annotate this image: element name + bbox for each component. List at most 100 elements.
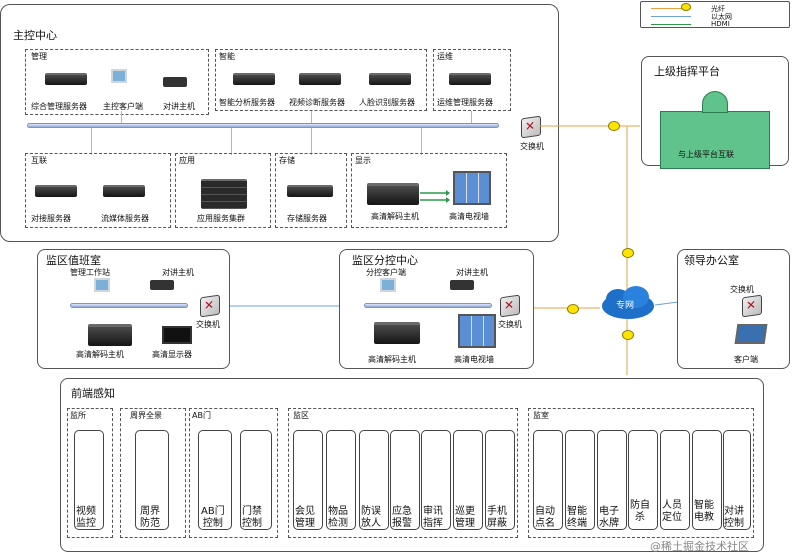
fiber-converter-icon	[622, 330, 634, 340]
main-switch-label: 交换机	[520, 142, 544, 151]
bus-drop	[231, 128, 232, 155]
phone-shield-device[interactable]	[485, 430, 515, 530]
private-network-label: 专网	[616, 301, 635, 311]
duty-intercom-icon	[150, 280, 174, 290]
anti-suicide-label: 防自 杀	[630, 500, 650, 523]
meeting-device[interactable]	[293, 430, 323, 530]
phone-shield-label: 手机 屏蔽	[487, 506, 507, 529]
intercom-control-device[interactable]	[723, 430, 751, 530]
superior-title: 上级指挥平台	[654, 65, 720, 78]
leader-office-title: 领导办公室	[684, 254, 739, 267]
door-control-device[interactable]	[240, 430, 272, 530]
storage-server-label: 存储服务器	[287, 214, 327, 223]
duty-room: 监区值班室 管理工作站 对讲主机 交换机 高清解码主机 高清显示器	[37, 249, 230, 369]
anti-suicide-device[interactable]	[628, 430, 658, 530]
legend-hdmi-line	[651, 24, 691, 25]
video-monitor-device[interactable]	[74, 430, 104, 530]
legend-fiber-icon	[681, 3, 691, 11]
main-center-title: 主控中心	[13, 29, 57, 42]
ops-server-label: 运维管理服务器	[437, 98, 493, 107]
section-prison	[67, 408, 113, 538]
streaming-server-label: 流媒体服务器	[101, 214, 149, 223]
hd-wall-icon	[453, 171, 491, 205]
branch-decoder-label: 高清解码主机	[368, 355, 416, 364]
branch-client-icon	[380, 278, 396, 292]
branch-switch-icon	[500, 294, 520, 318]
section-ab-door-label: AB门	[192, 411, 211, 420]
duty-decoder-label: 高清解码主机	[76, 350, 124, 359]
group-ops-label: 运维	[437, 52, 453, 61]
branch-wall-icon	[458, 314, 496, 348]
emergency-device[interactable]	[390, 430, 420, 530]
government-building-icon	[660, 111, 770, 169]
smart-analysis-label: 智能分析服务器	[219, 98, 275, 107]
hd-wall-label: 高清电视墙	[449, 212, 489, 221]
group-apps	[175, 153, 271, 228]
main-client-label: 主控客户端	[103, 102, 143, 111]
branch-ethernet-bus	[364, 303, 492, 308]
anti-release-device[interactable]	[359, 430, 389, 530]
bus-drop	[91, 128, 92, 155]
group-storage	[275, 153, 347, 228]
positioning-device[interactable]	[660, 430, 690, 530]
watermark-text: @稀土掘金技术社区	[650, 540, 749, 553]
intercom-control-label: 对讲 控制	[724, 506, 744, 529]
section-cell	[528, 408, 754, 538]
branch-intercom-icon	[450, 280, 474, 290]
smart-power-label: 智能 电教	[694, 500, 714, 523]
positioning-label: 人员 定位	[662, 500, 682, 523]
group-ops	[433, 49, 511, 111]
section-prison-label: 监所	[70, 411, 86, 420]
video-monitor-label: 视频 监控	[76, 506, 96, 529]
legend-box: 光纤 以太网 HDMI	[640, 1, 790, 28]
main-ethernet-bus	[27, 123, 499, 128]
bus-drop	[311, 128, 312, 155]
streaming-server-icon	[103, 185, 145, 197]
group-smart	[215, 49, 427, 111]
anti-release-label: 防误 放人	[361, 506, 381, 529]
laptop-icon	[734, 324, 768, 344]
branch-client-label: 分控客户端	[366, 268, 406, 277]
interrogation-device[interactable]	[421, 430, 451, 530]
legend-fiber-line	[651, 8, 691, 9]
legend-hdmi-label: HDMI	[711, 20, 730, 28]
auto-rollcall-device[interactable]	[533, 430, 563, 530]
e-card-device[interactable]	[597, 430, 627, 530]
interrogation-label: 审讯 指挥	[423, 506, 443, 529]
branch-intercom-label: 对讲主机	[456, 268, 488, 277]
section-cell-label: 监室	[533, 411, 549, 420]
intercom-host-icon	[163, 77, 187, 87]
emergency-label: 应急 报警	[392, 506, 412, 529]
section-perimeter	[120, 408, 186, 538]
fiber-converter-icon	[567, 304, 579, 314]
face-server-icon	[369, 73, 411, 85]
group-apps-label: 应用	[179, 156, 195, 165]
bus-drop	[471, 111, 472, 123]
hd-decoder-label: 高清解码主机	[371, 212, 419, 221]
perimeter-label: 周界 防范	[140, 506, 160, 529]
ab-door-device[interactable]	[198, 430, 232, 530]
e-card-label: 电子 水牌	[599, 506, 619, 529]
smart-power-device[interactable]	[692, 430, 722, 530]
section-perimeter-label: 周界全景	[130, 411, 162, 420]
patrol-device[interactable]	[453, 430, 483, 530]
group-interconnect	[25, 153, 171, 228]
main-control-center: 主控中心 管理 综合管理服务器 主控客户端 对讲主机 智能 智能分析服务器 视频…	[0, 4, 559, 242]
perimeter-device[interactable]	[135, 430, 169, 530]
video-diag-label: 视频诊断服务器	[289, 98, 345, 107]
duty-switch-icon	[200, 294, 220, 318]
group-manage-label: 管理	[31, 52, 47, 61]
integrated-server-icon	[45, 73, 87, 85]
private-network-cloud-icon	[602, 286, 654, 319]
branch-wall-label: 高清电视墙	[454, 355, 494, 364]
group-display-label: 显示	[355, 156, 371, 165]
goods-check-label: 物品 检测	[328, 506, 348, 529]
legend-ethernet-line	[651, 16, 691, 17]
hdmi-arrows-icon	[420, 190, 450, 203]
goods-check-device[interactable]	[326, 430, 356, 530]
section-ab-door	[189, 408, 278, 538]
leader-client-label: 客户端	[734, 355, 758, 364]
leader-switch-icon	[742, 294, 762, 318]
integrated-server-label: 综合管理服务器	[31, 102, 87, 111]
smart-terminal-device[interactable]	[565, 430, 595, 530]
